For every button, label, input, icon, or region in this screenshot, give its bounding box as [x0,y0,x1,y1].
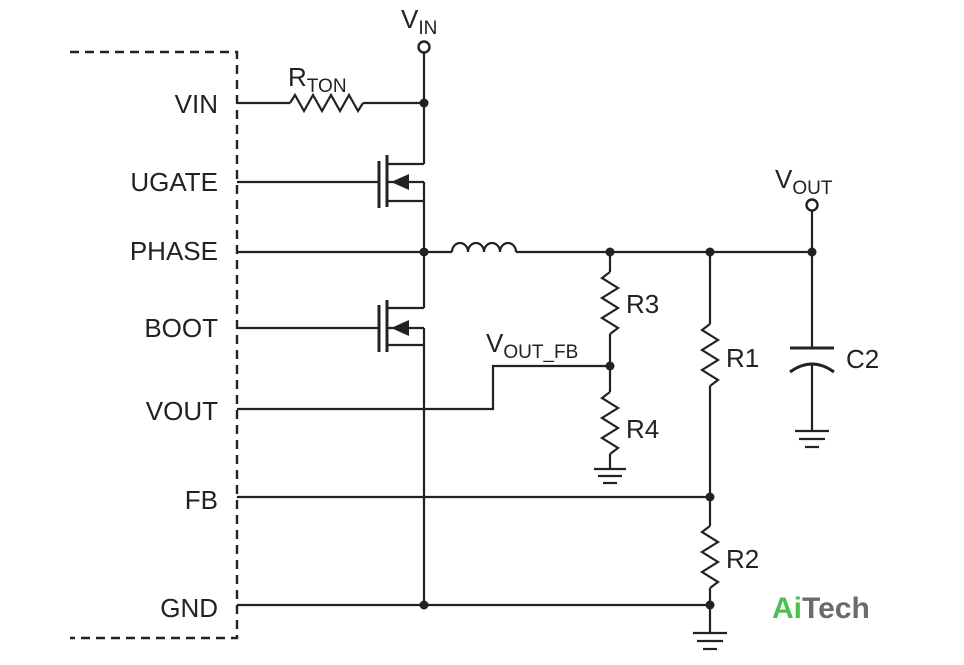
r2-label: R2 [726,544,759,574]
r3-resistor [599,271,621,335]
upper-mosfet [377,103,426,252]
r2-resistor [699,525,721,589]
c2-label: C2 [846,344,879,374]
rton-label: RTON [288,62,347,97]
vin-supply-label: VIN [401,4,437,39]
pin-label-ugate: UGATE [130,167,218,197]
aitech-logo: AiTech [772,592,870,625]
junction-gnd [419,600,429,610]
rton-resistor [289,92,364,114]
vout-sense-wire [237,364,610,411]
pin-label-phase: PHASE [130,236,218,266]
r4-ground-symbol [594,467,626,485]
inductor [450,241,518,253]
vout-fb-label: VOUT_FB [486,328,578,363]
pin-label-vin: VIN [175,89,218,119]
vin-terminal [417,40,431,54]
ic-boundary [70,50,239,640]
r4-label: R4 [626,414,659,444]
r2-ground-symbol [693,631,727,651]
vout-supply-label: VOUT [775,164,833,199]
pin-label-fb: FB [185,485,218,515]
r1-resistor [699,323,721,387]
r4-resistor [599,391,621,455]
vout-terminal [805,198,819,212]
lower-mosfet [377,252,426,605]
r1-label: R1 [726,343,759,373]
pin-label-vout: VOUT [146,396,218,426]
c2-ground-symbol [795,429,829,449]
pin-label-gnd: GND [160,593,218,623]
r3-label: R3 [626,289,659,319]
pin-label-boot: BOOT [144,313,218,343]
